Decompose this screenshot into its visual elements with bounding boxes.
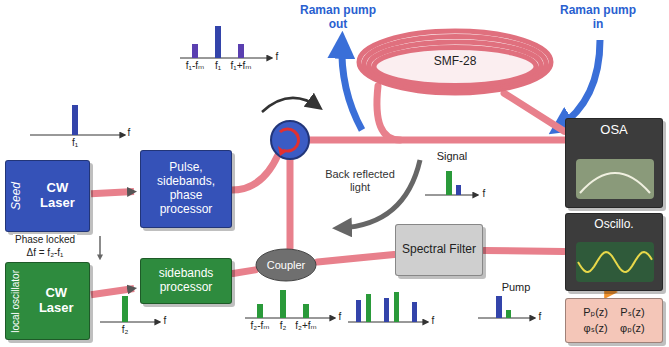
side-label: Seed	[10, 182, 24, 210]
text-label: f₂	[122, 324, 129, 336]
lock-arrow	[99, 236, 101, 258]
connector	[233, 270, 255, 274]
connector	[91, 289, 134, 295]
text-label: f	[339, 311, 342, 323]
raman-in-arrow	[558, 40, 600, 128]
text-label: f₁-fₘ	[186, 60, 205, 72]
text-label: Phase locked	[13, 234, 77, 246]
spectrum-axis	[30, 58, 535, 322]
osa-box: OSA	[565, 118, 663, 208]
laser-box: local oscillator CW Laser	[5, 262, 90, 340]
coil-winding	[364, 37, 546, 91]
text-label: Raman pump in	[560, 3, 636, 32]
side-label: local oscillator	[10, 270, 22, 333]
screen	[576, 242, 654, 282]
text-label: Raman pump out	[300, 3, 376, 32]
node-text: Coupler	[267, 259, 306, 272]
node-text: Pₚ(z)	[583, 306, 608, 319]
text-label: Δf = f₂-f₁	[25, 247, 66, 259]
circulator	[271, 121, 309, 159]
processor-box: sidebands processor	[140, 258, 232, 304]
coil-winding	[359, 31, 551, 93]
ellipse-shape	[256, 249, 316, 281]
connector	[318, 254, 395, 262]
text-label: f₂	[280, 320, 287, 332]
node-text: sidebands processor	[145, 267, 227, 295]
coil-winding	[369, 42, 541, 88]
node-text: CW Laser	[30, 181, 85, 211]
text-label: f₂+fₘ	[295, 320, 317, 332]
text-label: f₁	[215, 60, 221, 72]
text-label: Pump	[502, 281, 531, 294]
fiber-coil: SMF-28	[355, 27, 555, 97]
node-text: φₚ(z)	[620, 322, 645, 335]
node-text: Pulse, sidebands, phase processor	[145, 161, 227, 216]
text-label: f	[539, 311, 542, 323]
text-label: f₁	[72, 137, 78, 149]
text-label: f	[483, 188, 486, 200]
text-label: Back reflected light	[320, 168, 400, 194]
text-label: f	[432, 315, 435, 327]
text-label: f₂-fₘ	[251, 320, 270, 332]
node-text: OSA	[600, 123, 627, 138]
node-text: CW Laser	[28, 286, 86, 316]
text-label: f	[276, 51, 279, 63]
screen	[576, 159, 654, 199]
scope-screen	[576, 242, 654, 282]
connector	[484, 247, 564, 255]
coil-winding	[374, 48, 536, 86]
trace	[580, 173, 650, 193]
coupler-ellipse: Coupler	[255, 248, 317, 282]
text-label: f	[164, 315, 167, 327]
text-label: f	[128, 127, 131, 139]
oscilloscope-box: Oscillo.	[565, 213, 663, 291]
node-text: Oscillo.	[594, 218, 633, 232]
laser-box: Seed CW Laser	[5, 160, 90, 232]
text-grid: Pₚ(z) Pₛ(z) φₛ(z) φₚ(z)	[583, 306, 645, 334]
text-label: Signal	[437, 150, 468, 163]
rotation-arrow	[262, 98, 320, 112]
node-text: Pₛ(z)	[620, 306, 645, 319]
text-label: f₁+fₘ	[230, 60, 251, 72]
node-text: φₛ(z)	[583, 322, 608, 335]
node-text: Spectral Filter	[402, 243, 476, 257]
node-text: SMF-28	[434, 55, 477, 69]
trace	[578, 252, 652, 272]
osa-screen	[576, 159, 654, 199]
filter-box: Spectral Filter	[395, 224, 483, 276]
output-box: Pₚ(z) Pₛ(z) φₛ(z) φₚ(z)	[565, 298, 663, 343]
connector	[91, 192, 134, 194]
processor-box: Pulse, sidebands, phase processor	[140, 150, 232, 228]
connector	[504, 93, 564, 131]
